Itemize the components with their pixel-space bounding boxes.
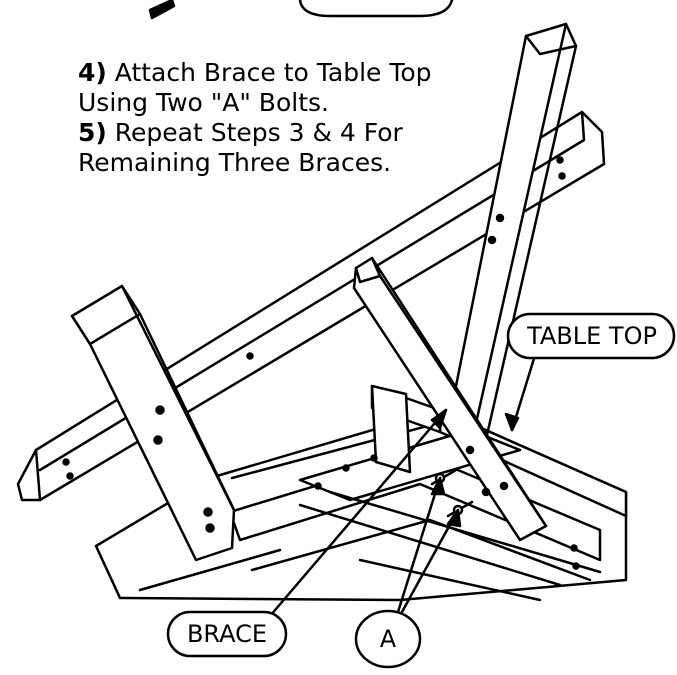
slat-line [138,548,282,592]
front-left-leg-edge [70,284,142,346]
bolt-hole [570,544,578,552]
bolt-hole [487,235,497,245]
bolt-hole [66,472,74,480]
bolt-hole [556,156,564,164]
step-5-line-2: Remaining Three Braces. [78,148,392,177]
a-arrowhead [446,508,462,528]
bolt-hole [481,487,491,497]
assembly-instructions: 4) Attach Brace to Table Top Using Two "… [78,58,432,178]
bolt-hole [155,405,165,415]
brace-label: BRACE [186,620,268,648]
bolt-hole [465,445,475,455]
back-board-edge-top [38,110,586,472]
step-4-text: Attach Brace to Table Top [106,58,432,87]
bolt-hole [572,562,580,570]
bolt-hole [342,464,350,472]
a-callout-bubble [354,609,422,669]
step-4-line-2: Using Two "A" Bolts. [78,88,329,117]
front-left-leg-edge [138,312,236,512]
a-leader [396,476,442,614]
a-bolt-label: A [379,625,397,653]
table-top-callout-bubble [506,312,676,360]
bolt-hole [370,454,378,462]
table-top-label: TABLE TOP [527,322,657,350]
bolt-hole [62,458,70,466]
brace-leader [268,408,448,618]
a-leader [400,508,460,614]
bolt-hole [246,352,254,360]
bolt-hole [495,213,505,223]
table-top-arrowhead [504,412,520,432]
bolt-hole [205,523,215,533]
step-5-text: Repeat Steps 3 & 4 For [106,118,403,147]
a-arrowhead [430,476,446,496]
tall-right-leg-edge [524,34,578,56]
bolt-hole [558,172,566,180]
step-4-number: 4) [78,58,107,87]
bolt-hole [499,481,509,491]
slat-line [328,490,602,574]
brace-callout-bubble [166,610,288,658]
inner-side-board [370,384,412,474]
step-5-number: 5) [78,118,107,147]
brace-edge [354,266,382,284]
bolt-hole [153,435,163,445]
slat-line [358,558,542,602]
step-5-line-1: 5) Repeat Steps 3 & 4 For [78,118,432,148]
top-callout-bubble-partial [298,0,454,18]
slat-line [250,518,592,582]
bolt-hole [203,507,213,517]
brace [352,256,548,542]
bolt-hole [314,482,322,490]
top-arrow-partial [148,0,176,20]
step-4-line-1: 4) Attach Brace to Table Top [78,58,432,88]
back-board-edge [34,448,42,502]
slat-line [298,503,562,587]
brace-arrowhead [430,408,448,430]
